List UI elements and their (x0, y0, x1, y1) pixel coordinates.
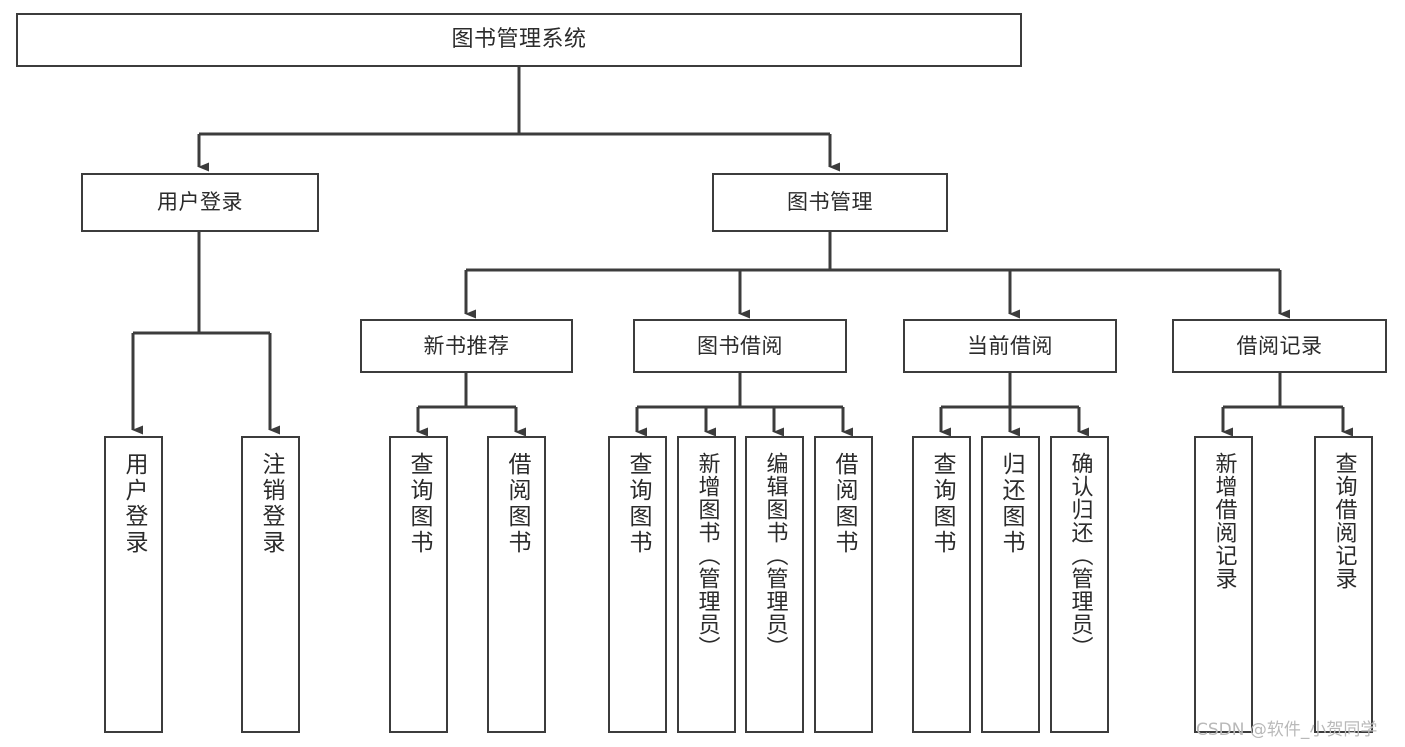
node-book-borrowing[interactable]: 图书借阅 (633, 319, 847, 373)
csdn-watermark: CSDN @软件_小贺同学 (1196, 720, 1378, 740)
node-label: 用户登录 (157, 190, 243, 215)
node-label: 当前借阅 (967, 333, 1053, 358)
node-current-borrowing[interactable]: 当前借阅 (903, 319, 1117, 373)
node-label: 借阅记录 (1236, 333, 1323, 358)
node-label: 图书借阅 (697, 333, 783, 358)
leaf-query-borrow-record[interactable]: 查询借阅记录 (1314, 436, 1373, 733)
leaf-borrow-book[interactable]: 借阅图书 (814, 436, 873, 733)
node-new-book-recommendation[interactable]: 新书推荐 (360, 319, 573, 373)
node-label: 用户登录 (121, 452, 147, 556)
node-label: 借阅图书 (504, 452, 530, 556)
node-label: 注销登录 (258, 452, 284, 556)
node-user-login[interactable]: 用户登录 (81, 173, 319, 232)
node-book-management[interactable]: 图书管理 (712, 173, 948, 232)
node-label: 新增图书（管理员） (694, 452, 720, 659)
node-borrowing-record[interactable]: 借阅记录 (1172, 319, 1387, 373)
node-label: 借阅图书 (831, 452, 857, 556)
node-label: 查询图书 (929, 452, 955, 556)
leaf-confirm-return-admin[interactable]: 确认归还（管理员） (1050, 436, 1109, 733)
leaf-query-book-current[interactable]: 查询图书 (912, 436, 971, 733)
node-label: 编辑图书（管理员） (762, 452, 788, 659)
node-label: 查询借阅记录 (1331, 452, 1357, 590)
leaf-query-book-new-rec[interactable]: 查询图书 (389, 436, 448, 733)
leaf-query-book-borrow[interactable]: 查询图书 (608, 436, 667, 733)
node-label: 查询图书 (625, 452, 651, 556)
node-label: 图书管理 (787, 190, 873, 215)
node-label: 确认归还（管理员） (1067, 452, 1093, 659)
leaf-add-borrow-record[interactable]: 新增借阅记录 (1194, 436, 1253, 733)
node-label: 查询图书 (406, 452, 432, 556)
leaf-borrow-book-new-rec[interactable]: 借阅图书 (487, 436, 546, 733)
leaf-edit-book-admin[interactable]: 编辑图书（管理员） (745, 436, 804, 733)
leaf-logout[interactable]: 注销登录 (241, 436, 300, 733)
node-label: 新书推荐 (423, 333, 510, 358)
node-label: 归还图书 (998, 452, 1024, 556)
leaf-return-book[interactable]: 归还图书 (981, 436, 1040, 733)
node-root-book-management-system[interactable]: 图书管理系统 (16, 13, 1022, 67)
node-label: 图书管理系统 (451, 27, 587, 53)
leaf-add-book-admin[interactable]: 新增图书（管理员） (677, 436, 736, 733)
node-label: 新增借阅记录 (1211, 452, 1237, 590)
leaf-user-login[interactable]: 用户登录 (104, 436, 163, 733)
